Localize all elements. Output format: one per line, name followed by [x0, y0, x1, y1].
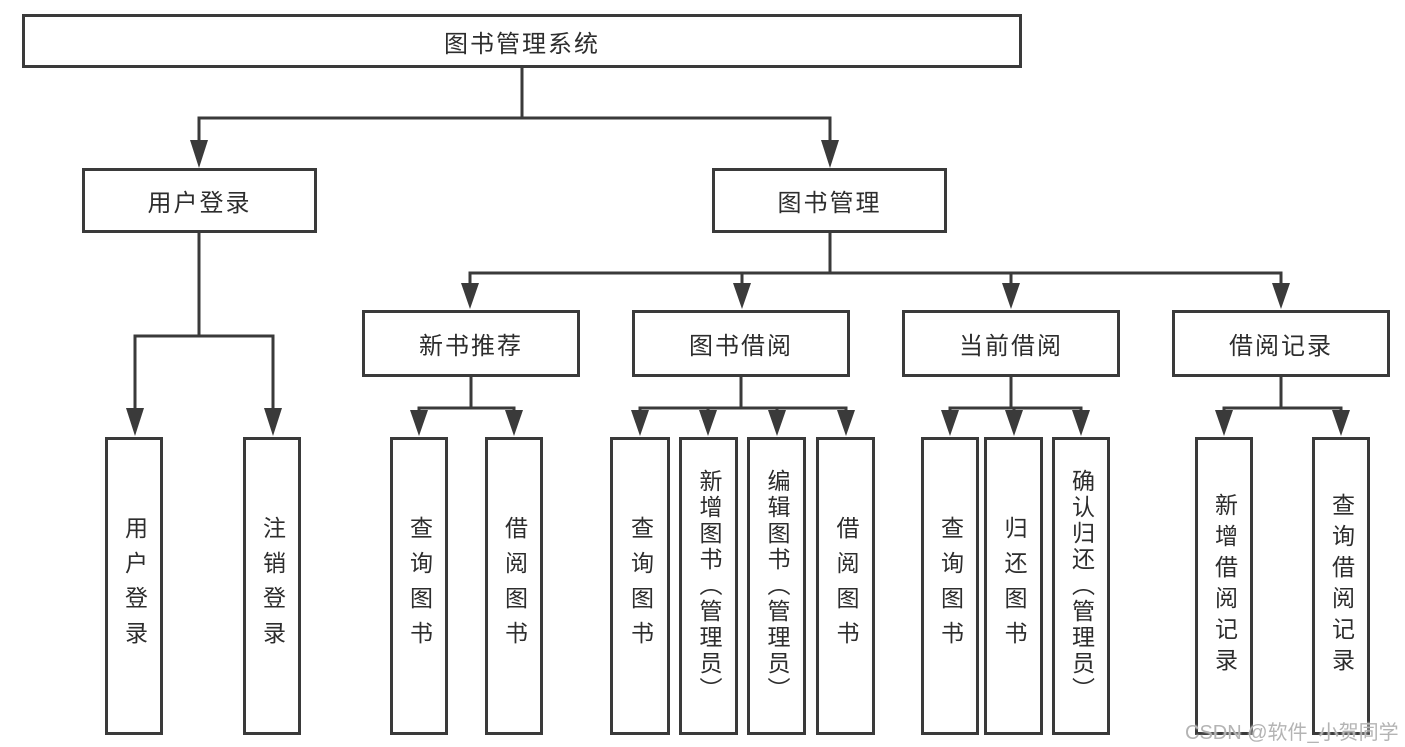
arrow-down-icon	[461, 283, 479, 309]
leaf-borrow-borrow-books: 借阅图书	[816, 437, 875, 735]
arrow-down-icon	[126, 408, 144, 436]
leaf-borrow-edit-books-admin: 编辑图书（管理员）	[747, 437, 806, 735]
leaf-current-query-books: 查询图书	[921, 437, 979, 735]
leaf-user-login: 用户登录	[105, 437, 163, 735]
node-user-login: 用户登录	[82, 168, 317, 233]
arrow-down-icon	[821, 140, 839, 168]
book-borrow-branch-connector	[631, 377, 855, 436]
arrow-down-icon	[1002, 283, 1020, 309]
arrow-down-icon	[264, 408, 282, 436]
root-branch-connector	[190, 68, 839, 168]
arrow-down-icon	[1215, 410, 1233, 436]
node-current-borrow: 当前借阅	[902, 310, 1120, 377]
arrow-down-icon	[699, 410, 717, 436]
borrow-record-branch-connector	[1215, 377, 1350, 436]
leaf-current-return-books: 归还图书	[984, 437, 1043, 735]
arrow-down-icon	[1072, 410, 1090, 436]
user-login-branch-connector	[126, 233, 282, 436]
csdn-watermark: CSDN @软件_小贺同学	[1185, 722, 1399, 744]
arrow-down-icon	[1272, 283, 1290, 309]
arrow-down-icon	[768, 410, 786, 436]
new-book-branch-connector	[410, 377, 523, 436]
leaf-newbook-borrow-books: 借阅图书	[485, 437, 543, 735]
node-root-system: 图书管理系统	[22, 14, 1022, 68]
leaf-logout: 注销登录	[243, 437, 301, 735]
leaf-newbook-query-books: 查询图书	[390, 437, 448, 735]
arrow-down-icon	[1005, 410, 1023, 436]
arrow-down-icon	[631, 410, 649, 436]
node-book-management: 图书管理	[712, 168, 947, 233]
arrow-down-icon	[410, 410, 428, 436]
leaf-record-query: 查询借阅记录	[1312, 437, 1370, 735]
arrow-down-icon	[1332, 410, 1350, 436]
arrow-down-icon	[837, 410, 855, 436]
arrow-down-icon	[733, 283, 751, 309]
arrow-down-icon	[190, 140, 208, 168]
node-borrow-record: 借阅记录	[1172, 310, 1390, 377]
leaf-current-confirm-return-admin: 确认归还（管理员）	[1052, 437, 1110, 735]
leaf-record-add: 新增借阅记录	[1195, 437, 1253, 735]
leaf-borrow-add-books-admin: 新增图书（管理员）	[679, 437, 738, 735]
book-management-branch-connector	[461, 233, 1290, 309]
leaf-borrow-query-books: 查询图书	[610, 437, 670, 735]
node-new-book-recommend: 新书推荐	[362, 310, 580, 377]
arrow-down-icon	[941, 410, 959, 436]
node-book-borrow: 图书借阅	[632, 310, 850, 377]
current-borrow-branch-connector	[941, 377, 1090, 436]
arrow-down-icon	[505, 410, 523, 436]
